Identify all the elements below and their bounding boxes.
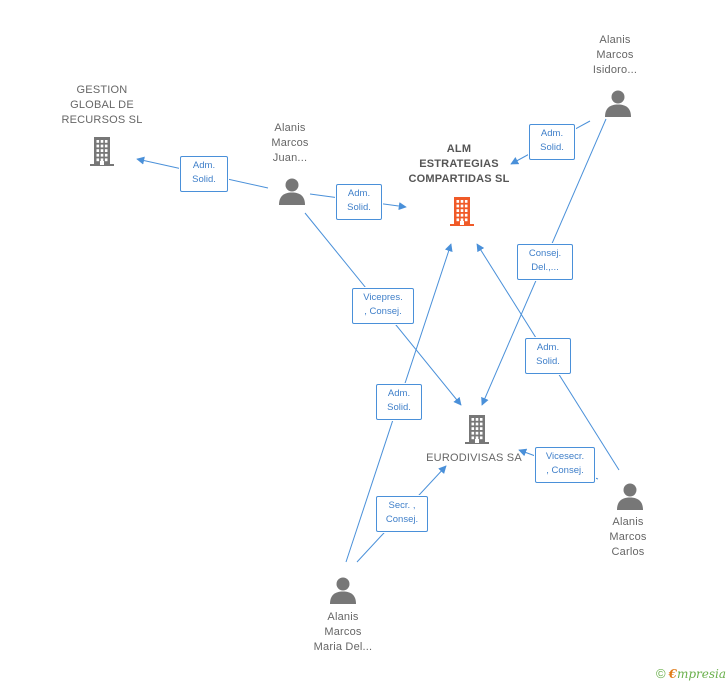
edge-label-line: Consej. — [528, 248, 562, 259]
edge-label-juan-alm[interactable]: Adm. Solid. — [336, 184, 382, 220]
label-line: RECURSOS SL — [61, 114, 143, 126]
building-icon[interactable] — [460, 412, 494, 446]
label-line: GLOBAL DE — [70, 99, 134, 111]
edge-label-maria-alm[interactable]: Adm. Solid. — [376, 384, 422, 420]
edge-label-line: Vicesecr. — [545, 451, 585, 462]
person-icon[interactable] — [603, 88, 633, 118]
person-icon[interactable] — [277, 176, 307, 206]
person-icon[interactable] — [328, 575, 358, 605]
label-line: Carlos — [611, 546, 645, 558]
label-line: Alanis — [327, 611, 359, 623]
label-line: Maria Del... — [313, 641, 373, 653]
label-line: Juan... — [272, 152, 308, 164]
edge-label-isidoro-eurodivisas[interactable]: Consej. Del.,... — [517, 244, 573, 280]
edge-label-line: , Consej. — [364, 306, 402, 317]
label-line: Marcos — [596, 49, 634, 61]
label-line: Marcos — [271, 137, 309, 149]
edge-label-line: Solid. — [540, 142, 564, 153]
edge-label-juan-gestion[interactable]: Adm. Solid. — [180, 156, 228, 192]
edge-label-line: Del.,... — [531, 262, 559, 273]
edge-label-juan-eurodivisas[interactable]: Vicepres. , Consej. — [352, 288, 414, 324]
label-line: EURODIVISAS SA — [426, 452, 522, 464]
edge-label-line: Solid. — [192, 174, 216, 185]
edge-label-line: Solid. — [387, 402, 411, 413]
label-line: GESTION — [76, 84, 128, 96]
edge-label-line: Solid. — [347, 202, 371, 213]
label-line: COMPARTIDAS SL — [408, 173, 510, 185]
edge-label-line: Vicepres. — [363, 292, 403, 303]
label-line: Isidoro... — [592, 64, 638, 76]
edge-label-carlos-alm[interactable]: Adm. Solid. — [525, 338, 571, 374]
company-label-gestion[interactable]: GESTION GLOBAL DE RECURSOS SL — [40, 83, 164, 128]
footer-brand[interactable]: ©€mpresia — [656, 666, 726, 681]
person-label-juan[interactable]: Alanis Marcos Juan... — [250, 121, 330, 166]
edge-label-line: Adm. — [387, 388, 411, 399]
building-icon[interactable] — [85, 134, 119, 168]
brand-name: mpresia — [676, 667, 726, 681]
person-label-maria[interactable]: Alanis Marcos Maria Del... — [295, 610, 391, 655]
label-line: Marcos — [324, 626, 362, 638]
edge-label-line: Secr. , — [388, 500, 416, 511]
edge-label-carlos-eurodivisas[interactable]: Vicesecr. , Consej. — [535, 447, 595, 483]
person-icon[interactable] — [615, 481, 645, 511]
brand-logo-initial: € — [668, 667, 677, 681]
label-line: ESTRATEGIAS — [419, 158, 499, 170]
edge-label-line: Consej. — [385, 514, 419, 525]
building-icon[interactable] — [445, 194, 479, 228]
company-label-alm[interactable]: ALM ESTRATEGIAS COMPARTIDAS SL — [392, 142, 526, 187]
label-line: Alanis — [599, 34, 631, 46]
edge-label-line: Adm. — [540, 128, 564, 139]
label-line: ALM — [446, 143, 472, 155]
edge-label-line: Adm. — [192, 160, 216, 171]
edge-label-line: , Consej. — [546, 465, 584, 476]
person-label-isidoro[interactable]: Alanis Marcos Isidoro... — [575, 33, 655, 78]
label-line: Marcos — [609, 531, 647, 543]
label-line: Alanis — [612, 516, 644, 528]
edge-label-line: Solid. — [536, 356, 560, 367]
copyright-icon: © — [655, 666, 666, 681]
edge-label-maria-eurodivisas[interactable]: Secr. , Consej. — [376, 496, 428, 532]
person-label-carlos[interactable]: Alanis Marcos Carlos — [588, 515, 668, 560]
edge-label-line: Adm. — [347, 188, 371, 199]
edge-label-isidoro-alm[interactable]: Adm. Solid. — [529, 124, 575, 160]
edge-label-line: Adm. — [536, 342, 560, 353]
label-line: Alanis — [274, 122, 306, 134]
company-label-eurodivisas[interactable]: EURODIVISAS SA — [414, 451, 534, 466]
